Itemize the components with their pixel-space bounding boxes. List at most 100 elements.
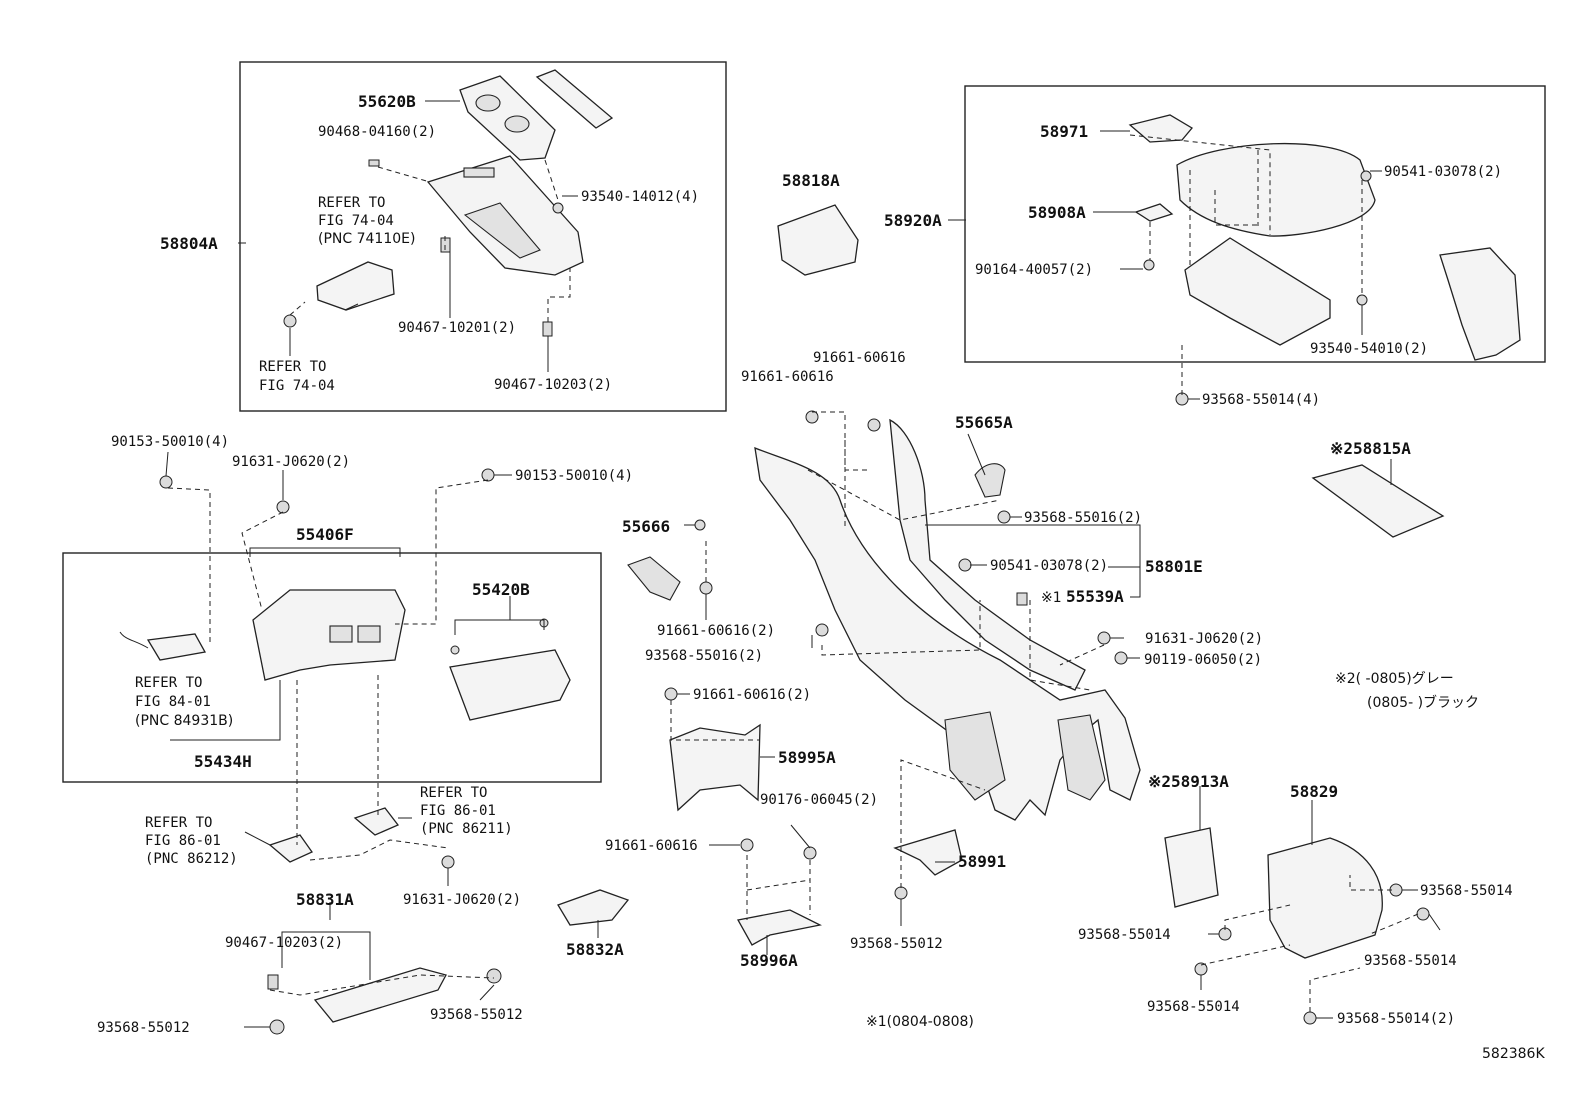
clip-icon <box>283 314 297 328</box>
screw-icon <box>867 418 881 432</box>
screw-icon <box>1143 259 1155 271</box>
diagram-id: 582386K <box>1482 1046 1545 1062</box>
part-58920A-armrest-lid <box>1176 142 1376 237</box>
label-93568-55014-4: 93568-55014(4) <box>1202 392 1320 408</box>
part-58908A-latch <box>1134 203 1174 222</box>
label-93568-55014-2: 93568-55014(2) <box>1337 1011 1455 1027</box>
clip-icon <box>694 519 706 531</box>
label-91631-J0620-b: 91631-J0620(2) <box>1145 631 1263 647</box>
label-91661-60616-b: 91661-60616 <box>741 369 834 385</box>
refer-86-01-a-line2: FIG 86-01 <box>420 803 496 819</box>
note-1: ※1(0804-0808) <box>866 1014 974 1030</box>
part-shift-boot-74110E <box>316 261 395 311</box>
screw-icon <box>269 1019 285 1035</box>
part-58996A-bracket <box>736 909 822 946</box>
label-58829: 58829 <box>1290 782 1338 801</box>
label-55620B: 55620B <box>358 92 416 111</box>
refer-86-01-a-line3: (PNC 86211) <box>420 821 513 837</box>
assembly-lines <box>167 134 1419 1012</box>
part-ecu-84931B <box>119 631 207 661</box>
screw-icon <box>699 581 713 595</box>
screw-icon <box>552 202 564 214</box>
refer-86-01-b-line2: FIG 86-01 <box>145 833 221 849</box>
screw-icon <box>441 855 455 869</box>
label-93540-14012: 93540-14012(4) <box>581 189 699 205</box>
screw-icon <box>1356 294 1368 306</box>
part-lid-hinge-bracket <box>1439 247 1521 361</box>
label-93568-55016-a: 93568-55016(2) <box>1024 510 1142 526</box>
label-58971: 58971 <box>1040 122 1088 141</box>
label-91661-60616-2b: 91661-60616(2) <box>693 687 811 703</box>
clip-icon <box>267 974 279 990</box>
label-90119-06050: 90119-06050(2) <box>1144 652 1262 668</box>
screw-icon <box>997 510 1011 524</box>
part-58832A-bracket <box>557 889 630 926</box>
label-90176-06045: 90176-06045(2) <box>760 792 878 808</box>
refer-84-01-line1: REFER TO <box>135 675 202 691</box>
screw-icon <box>1114 651 1128 665</box>
label-93568-55012-a: 93568-55012 <box>850 936 943 952</box>
label-55420B: 55420B <box>472 580 530 599</box>
screw-icon <box>803 846 817 860</box>
label-90467-10201: 90467-10201(2) <box>398 320 516 336</box>
group-box-58804A <box>239 61 727 412</box>
part-55406F-dash-pocket <box>252 589 406 681</box>
clip-icon <box>368 159 380 167</box>
refer-86-01-b-line3: (PNC 86212) <box>145 851 238 867</box>
part-bracket-86212 <box>268 834 313 863</box>
label-90153-50010-b: 90153-50010(4) <box>515 468 633 484</box>
part-58829-rear-cover <box>1267 837 1383 959</box>
label-93568-55014-l: 93568-55014 <box>1078 927 1171 943</box>
screw-icon <box>664 687 678 701</box>
label-58818A: 58818A <box>782 171 840 190</box>
refer-74-04-b-line2: FIG 74-04 <box>259 378 335 394</box>
refer-74-04-a-line2: FIG 74-04 <box>318 213 394 229</box>
screw-icon <box>1097 631 1111 645</box>
group-box-55406F <box>62 552 602 783</box>
part-lid-pad <box>535 69 614 129</box>
label-58991: 58991 <box>958 852 1006 871</box>
label-58831A: 58831A <box>296 890 354 909</box>
label-58996A: 58996A <box>740 951 798 970</box>
screw-icon <box>958 558 972 572</box>
label-91631-J0620-c: 91631-J0620(2) <box>403 892 521 908</box>
label-55434H: 55434H <box>194 752 252 771</box>
label-90541-03078-top: 90541-03078(2) <box>1384 164 1502 180</box>
screw-icon <box>486 968 502 984</box>
label-93568-55016-b: 93568-55016(2) <box>645 648 763 664</box>
label-55406F: 55406F <box>296 525 354 544</box>
clip-icon <box>542 321 553 337</box>
part-58995A-bracket <box>669 723 761 812</box>
label-93568-55012-b: 93568-55012 <box>430 1007 523 1023</box>
label-55665A: 55665A <box>955 413 1013 432</box>
label-91661-60616-a: 91661-60616 <box>813 350 906 366</box>
part-58818A-bracket <box>777 204 859 276</box>
label-58804A: 58804A <box>160 234 218 253</box>
screw-icon <box>159 475 173 489</box>
refer-74-04-b-line1: REFER TO <box>259 359 326 375</box>
label-55666: 55666 <box>622 517 670 536</box>
part-58804A-console-panel <box>426 155 584 276</box>
label-55539A-mark: ※1 <box>1041 590 1062 606</box>
screw-icon <box>740 838 754 852</box>
part-labels: 55620B 90468-04160(2) 58804A 93540-14012… <box>97 92 1545 1062</box>
screw-icon <box>815 623 829 637</box>
screw-icon <box>276 500 290 514</box>
label-58815A: ※258815A <box>1330 439 1411 458</box>
label-90467-10203-top: 90467-10203(2) <box>494 377 612 393</box>
label-58908A: 58908A <box>1028 203 1086 222</box>
label-90153-50010-a: 90153-50010(4) <box>111 434 229 450</box>
label-58801E: 58801E <box>1145 557 1203 576</box>
label-91631-J0620-a: 91631-J0620(2) <box>232 454 350 470</box>
label-90468-04160: 90468-04160(2) <box>318 124 436 140</box>
part-tray <box>1184 237 1331 346</box>
screw-icon <box>1416 907 1430 921</box>
clip-icon <box>450 645 460 655</box>
screw-icon <box>1303 1011 1317 1025</box>
note-2-line1: ※2( -0805)グレー <box>1335 671 1454 687</box>
label-58995A: 58995A <box>778 748 836 767</box>
refer-86-01-a-line1: REFER TO <box>420 785 487 801</box>
group-box-58920A <box>964 85 1546 363</box>
label-58920A: 58920A <box>884 211 942 230</box>
